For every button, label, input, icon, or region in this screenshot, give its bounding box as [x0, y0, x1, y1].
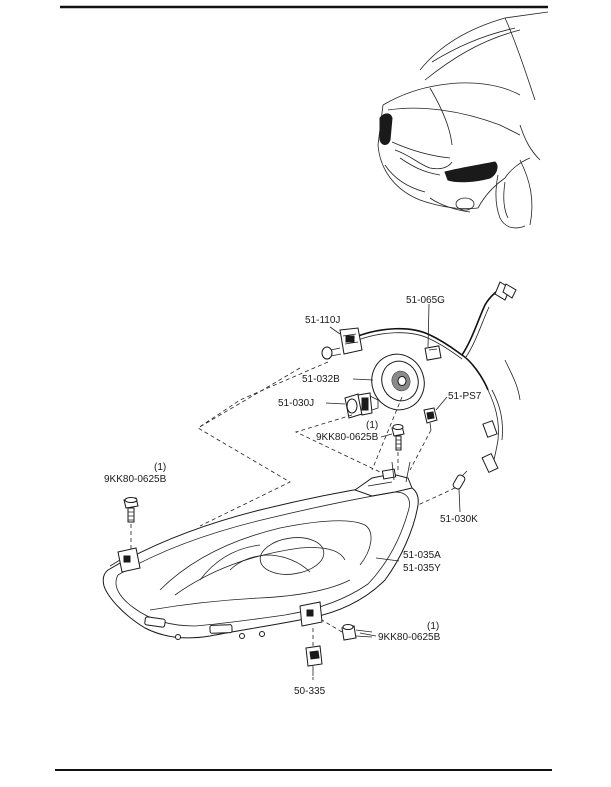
headlamp-assembly-icon — [102, 468, 419, 640]
label-bolt-lower-qty: (1) — [427, 621, 439, 632]
label-bolt-left: 9KK80-0625B — [104, 474, 167, 485]
position-socket-51-ps7-icon — [423, 407, 438, 431]
label-51-065g: 51-065G — [406, 295, 445, 306]
car-front-illustration — [377, 11, 549, 229]
label-51-032b: 51-032B — [302, 374, 340, 385]
wiring-harness — [357, 284, 521, 469]
label-51-030j: 51-030J — [278, 398, 314, 409]
label-50-335: 50-335 — [294, 686, 326, 697]
label-bolt-lower: 9KK80-0625B — [378, 632, 441, 643]
label-51-035y: 51-035Y — [403, 563, 441, 574]
side-connector-icon — [481, 420, 499, 474]
assembly-guide-lines — [130, 361, 456, 646]
part-labels: 51-110J 51-065G 51-032B 51-030J 51-PS7 (… — [104, 295, 482, 697]
bolt-lower-icon — [341, 624, 373, 641]
side-bulb-51-030k-icon — [452, 470, 468, 490]
bolt-left-icon — [123, 497, 139, 523]
headlamp-bulb-51-030j-icon — [344, 392, 379, 419]
label-51-ps7: 51-PS7 — [448, 391, 482, 402]
label-51-035a: 51-035A — [403, 550, 441, 561]
label-51-110j: 51-110J — [305, 315, 340, 326]
clip-50-335-icon — [305, 645, 323, 676]
harness-connector-icon — [424, 345, 442, 361]
label-bolt-upper: 9KK80-0625B — [316, 432, 379, 443]
bolt-upper-icon — [391, 424, 405, 451]
label-bolt-upper-qty: (1) — [366, 420, 378, 431]
harness-end-connector-icon — [494, 281, 517, 301]
dust-cap-51-032b-icon — [371, 353, 425, 411]
label-51-030k: 51-030K — [440, 514, 478, 525]
bulb-socket-51-110j-icon — [321, 327, 363, 360]
label-bolt-left-qty: (1) — [154, 462, 166, 473]
leader-lines — [312, 303, 461, 680]
